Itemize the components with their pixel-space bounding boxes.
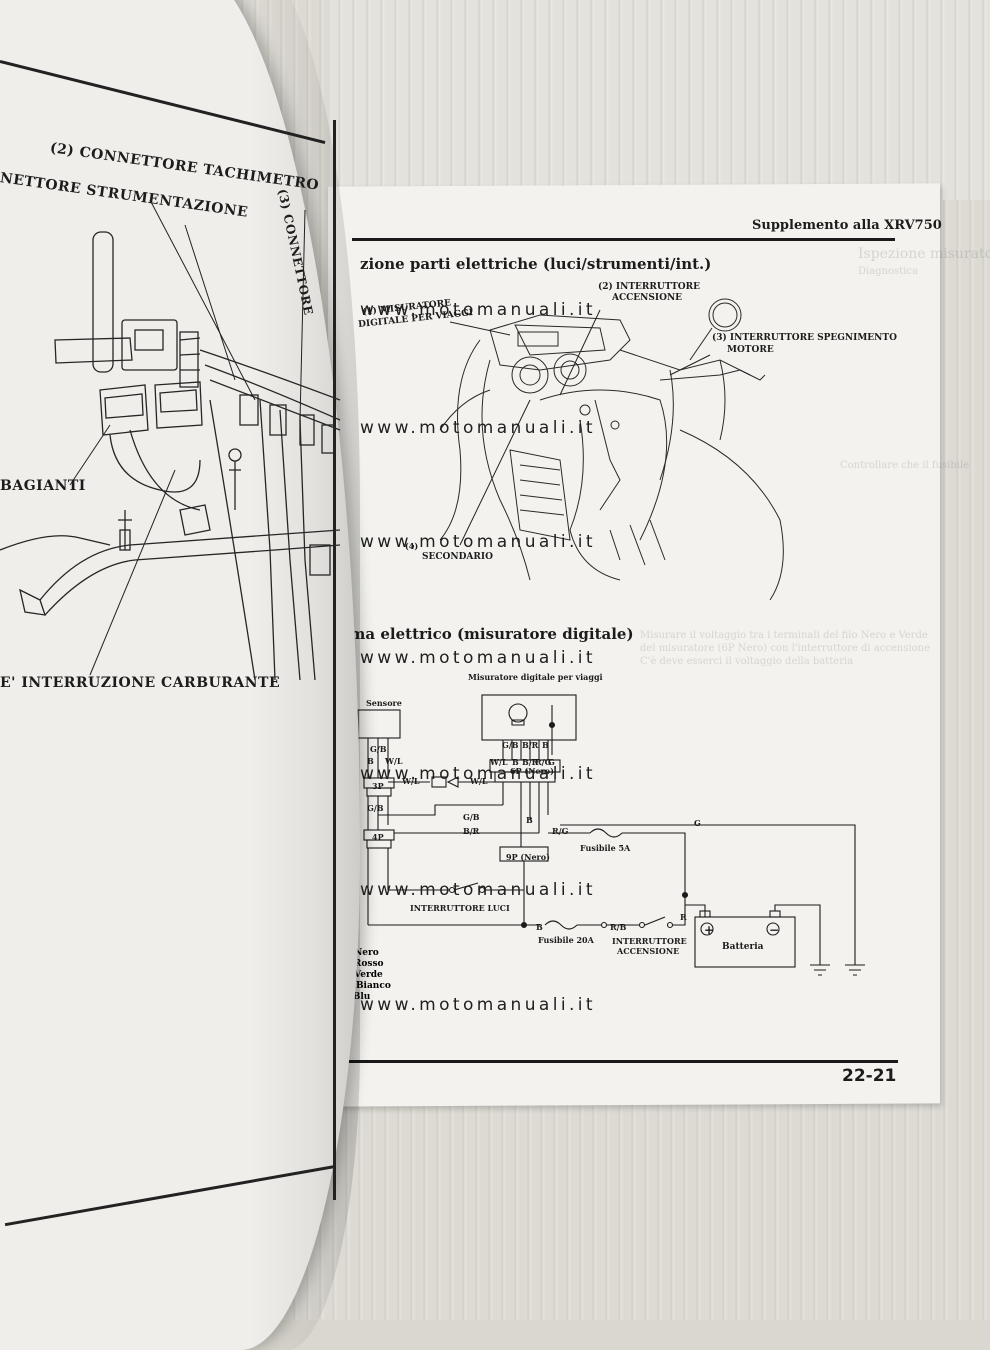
section-title-schematic: ema elettrico (misuratore digitale) xyxy=(340,625,634,643)
color-legend: B: Nero R: Rosso G: Verde W: Bianco L: B… xyxy=(340,948,391,1003)
connector-9p: 9P (Nero) xyxy=(506,852,550,862)
switch-interruttore-accensione-1: INTERRUTTORE xyxy=(612,936,687,946)
watermark: www.motomanuali.it xyxy=(360,764,596,784)
show-through-text: Ispezione misuratore digitale xyxy=(858,246,990,262)
wire-label-rb: R/B xyxy=(610,922,627,932)
wire-label-gb-mid: G/B xyxy=(463,812,480,822)
wire-label-g-meter: G xyxy=(548,757,555,767)
legend-item: B: Nero xyxy=(340,948,379,958)
wire-label-wl-fuse-right: W/L xyxy=(470,776,488,786)
fuse-5a: Fusibile 5A xyxy=(580,843,631,853)
connector-6p: 6P (Nero) xyxy=(510,766,554,776)
corrugated-background-top xyxy=(330,0,990,200)
label-interruttore-accensione-1: (2) INTERRUTTORE xyxy=(598,282,700,292)
wire-label-br-meter: B/R xyxy=(522,740,539,750)
wire-label-b-meter: B xyxy=(542,740,549,750)
legend-item: R: Rosso xyxy=(340,959,384,969)
section-title-electrical-parts: zione parti elettriche (luci/strumenti/i… xyxy=(360,255,712,273)
label-interruzione-carburante: E' INTERRUZIONE CARBURANTE xyxy=(0,675,281,691)
watermark: www.motomanuali.it xyxy=(360,880,596,900)
show-through-text: del misuratore (6P Nero) con l'interrutt… xyxy=(640,643,931,654)
wire-label-r: R xyxy=(680,912,687,922)
legend-item: G: Verde xyxy=(340,970,383,980)
battery-plus: + xyxy=(704,923,715,937)
label-spegnimento-1: (3) INTERRUTTORE SPEGNIMENTO xyxy=(712,333,897,343)
wire-label-br-mid: B/R xyxy=(463,826,480,836)
connector-3p: 3P xyxy=(372,781,384,791)
watermark: www.motomanuali.it xyxy=(360,300,596,320)
wire-label-rg-meter: R/G xyxy=(535,757,552,767)
wire-label-gb-left: G/B xyxy=(367,803,384,813)
schematic-label-misuratore: Misuratore digitale per viaggi xyxy=(468,672,603,682)
wire-label-b-meter-2: B xyxy=(512,757,519,767)
wiring-harness-illustration xyxy=(0,199,341,681)
battery-minus: − xyxy=(769,923,780,937)
watermark: www.motomanuali.it xyxy=(360,995,596,1015)
schematic-label-sensore: Sensore xyxy=(366,698,402,708)
page-number: 22-21 xyxy=(842,1066,897,1086)
wire-label-wl-meter: W/L xyxy=(490,757,508,767)
wire-label-b-bottom: B xyxy=(536,922,543,932)
battery-label: Batteria xyxy=(722,942,764,952)
footer-rule xyxy=(338,1060,898,1063)
switch-interruttore-luci: INTERRUTTORE LUCI xyxy=(410,903,510,913)
wire-label-b-sensor: B xyxy=(367,756,374,766)
label-abbagianti: BAGIANTI xyxy=(0,478,86,494)
label-secondario: SECONDARIO xyxy=(422,552,493,562)
wire-label-br-meter-2: B/R xyxy=(522,757,539,767)
wire-label-wl-sensor: W/L xyxy=(385,756,403,766)
watermark: www.motomanuali.it xyxy=(360,532,596,552)
label-spegnimento-2: MOTORE xyxy=(727,345,774,355)
label-interruttore-accensione-2: ACCENSIONE xyxy=(612,293,683,303)
watermark: www.motomanuali.it xyxy=(360,648,596,668)
wire-label-g-far: G xyxy=(694,818,701,828)
wiring-schematic xyxy=(357,694,865,976)
figure-1-leader-lines xyxy=(449,309,711,546)
watermark: www.motomanuali.it xyxy=(360,418,596,438)
header-rule xyxy=(352,238,895,241)
wire-label-b-mid: B xyxy=(526,815,533,825)
show-through-text: Misurare il voltaggio tra i terminali de… xyxy=(640,630,928,641)
show-through-text: Controllare che il fusibile xyxy=(840,460,970,471)
show-through-text: C'è deve esserci il voltaggio della batt… xyxy=(640,656,854,667)
fuse-20a: Fusibile 20A xyxy=(538,935,594,945)
legend-item: W: Bianco xyxy=(340,981,391,991)
switch-interruttore-accensione-2: ACCENSIONE xyxy=(617,946,680,956)
show-through-text: Diagnostica xyxy=(858,266,918,277)
wire-label-rg-fuse: R/G xyxy=(552,826,569,836)
wire-label-wl-fuse-left: W/L xyxy=(402,776,420,786)
wire-label-gb-sensor: G/B xyxy=(370,744,387,754)
connector-4p: 4P xyxy=(372,832,384,842)
wire-label-gb-meter: G/B xyxy=(502,740,519,750)
page-header: Supplemento alla XRV750 xyxy=(752,218,942,233)
dashboard-illustration xyxy=(439,298,784,601)
left-page-side-rule xyxy=(333,120,336,1200)
label-secondario-prefix: (4) xyxy=(405,541,419,551)
legend-item: L: Blu xyxy=(340,992,371,1002)
